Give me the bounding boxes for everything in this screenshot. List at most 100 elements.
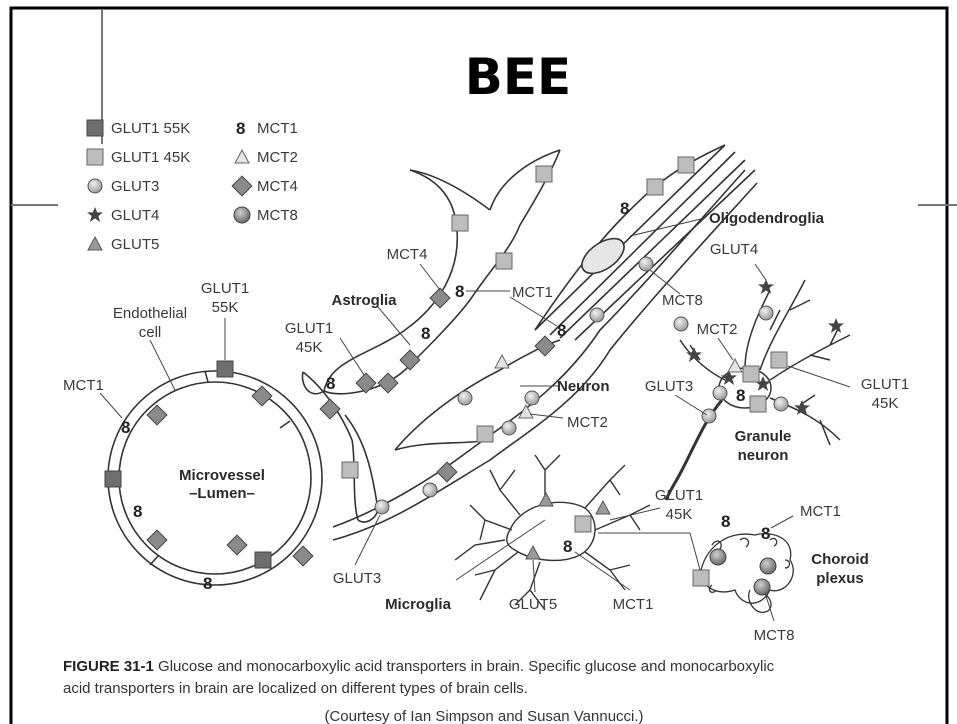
glut3-marker [420,480,439,499]
glut5-marker [539,493,553,506]
mct1-marker: 8 [121,418,130,437]
glut1-45k-marker [536,166,552,182]
glut3-marker [774,397,788,411]
mct8-marker [760,558,776,574]
mct2-neuron-label: MCT2 [567,414,608,431]
mct4-marker [437,462,457,482]
mct1-micro-label: MCT1 [613,596,654,613]
glut3-marker [458,391,472,405]
mct8-marker [710,549,726,565]
slide-title: BEE [465,48,571,106]
legend-glut1-55k-label: GLUT1 55K [111,120,190,137]
legend-mct4-icon [232,176,252,196]
glut3-marker [375,500,389,514]
endothelial-junction [205,371,208,382]
mct4-astro-label: MCT4 [387,246,428,263]
mct8-choroid-label: MCT8 [754,627,795,644]
legend-mct8-label: MCT8 [257,207,298,224]
mct4-marker [356,373,376,393]
mct2-granule-label: MCT2 [697,321,738,338]
legend-glut4-icon [87,207,103,222]
legend-mct1-icon: 8 [236,119,245,138]
mct2-marker [728,359,742,372]
glut3-marker [590,308,604,322]
legend-glut1-45k-icon [87,149,103,165]
mct4-marker [227,535,247,555]
granule-neuron-cell [666,280,850,500]
glut1-45k-marker [743,366,759,382]
glut1-45k-granule-label-line1: GLUT1 [861,376,909,393]
endothelial-junction [280,421,290,428]
glut1-45k-marker [750,396,766,412]
glut1-45k-granule-label-line2: 45K [872,395,899,412]
glut1-55k-marker [217,361,233,377]
glut1-45k-micro-label-line2: 45K [666,506,693,523]
figure-caption: FIGURE 31-1 Glucose and monocarboxylic a… [63,658,775,724]
mct4-marker [378,373,398,393]
glut1-45k-marker [771,352,787,368]
microvessel-label: Microvessel [179,467,265,484]
glut1-45k-marker [496,253,512,269]
glut4-granule-label: GLUT4 [710,241,758,258]
mct4-marker [293,546,313,566]
endothelial-label-line2: cell [139,324,162,341]
glut1-55k-label-line2: 55K [212,299,239,316]
glut1-45k-marker [647,179,663,195]
glut1-45k-marker [452,215,468,231]
glut1-55k-marker [255,552,271,568]
glut3-marker [759,306,773,320]
microglia-label: Microglia [385,596,452,613]
mct4-marker [252,386,272,406]
glut4-marker [828,318,844,333]
caption-text-line1: Glucose and monocarboxylic acid transpor… [154,658,775,675]
legend-glut5-label: GLUT5 [111,236,159,253]
legend-glut1-45k-label: GLUT1 45K [111,149,190,166]
legend-glut5-icon [88,237,102,250]
glut3-marker [502,421,516,435]
mct8-oligo-label: MCT8 [662,292,703,309]
astroglia-label: Astroglia [331,292,397,309]
neuron-markers: 8 [375,308,604,514]
glut1-55k-label-line1: GLUT1 [201,280,249,297]
mct4-marker [535,336,555,356]
granule-neuron-label-line1: Granule [735,428,792,445]
glut1-45k-astro-label-line1: GLUT1 [285,320,333,337]
mct4-marker [320,399,340,419]
oligodendroglia-label: Oligodendroglia [709,210,825,227]
neuron-label: Neuron [557,378,610,395]
slide-frame [11,8,957,724]
legend-mct4-label: MCT4 [257,178,298,195]
caption-credit: (Courtesy of Ian Simpson and Susan Vannu… [324,708,643,724]
glut1-45k-marker [575,516,591,532]
granule-neuron-label-line2: neuron [738,447,789,464]
choroid-plexus [700,534,793,613]
glut5-label: GLUT5 [509,596,557,613]
mct2-marker [495,355,509,368]
glut1-45k-marker [342,462,358,478]
caption-line2: acid transporters in brain are localized… [63,680,528,697]
mct1-left-label: MCT1 [63,377,104,394]
legend-mct2-label: MCT2 [257,149,298,166]
mct8-marker [754,579,770,595]
legend-mct8-icon [234,207,250,223]
mct1-marker: 8 [736,386,745,405]
astroglia-markers: 8 8 8 [320,166,552,478]
glut3-marker [525,391,539,405]
glut4-marker [758,279,774,294]
mct4-marker [400,350,420,370]
mct1-choroid-label: MCT1 [800,503,841,520]
mct1-marker: 8 [455,282,464,301]
choroid-markers: 8 8 [693,512,776,595]
endothelial-junction [150,556,158,565]
legend: GLUT1 55K GLUT1 45K GLUT3 GLUT4 GLUT5 8 … [87,119,298,253]
legend-glut3-label: GLUT3 [111,178,159,195]
mct4-marker [147,530,167,550]
mct8-marker [639,257,653,271]
mct1-marker: 8 [133,502,142,521]
mct1-marker: 8 [620,199,629,218]
mct1-marker: 8 [557,321,566,340]
caption-line1: FIGURE 31-1 Glucose and monocarboxylic a… [63,658,775,675]
endothelial-label-line1: Endothelial [113,305,187,322]
glut3-bottom-label: GLUT3 [333,570,381,587]
